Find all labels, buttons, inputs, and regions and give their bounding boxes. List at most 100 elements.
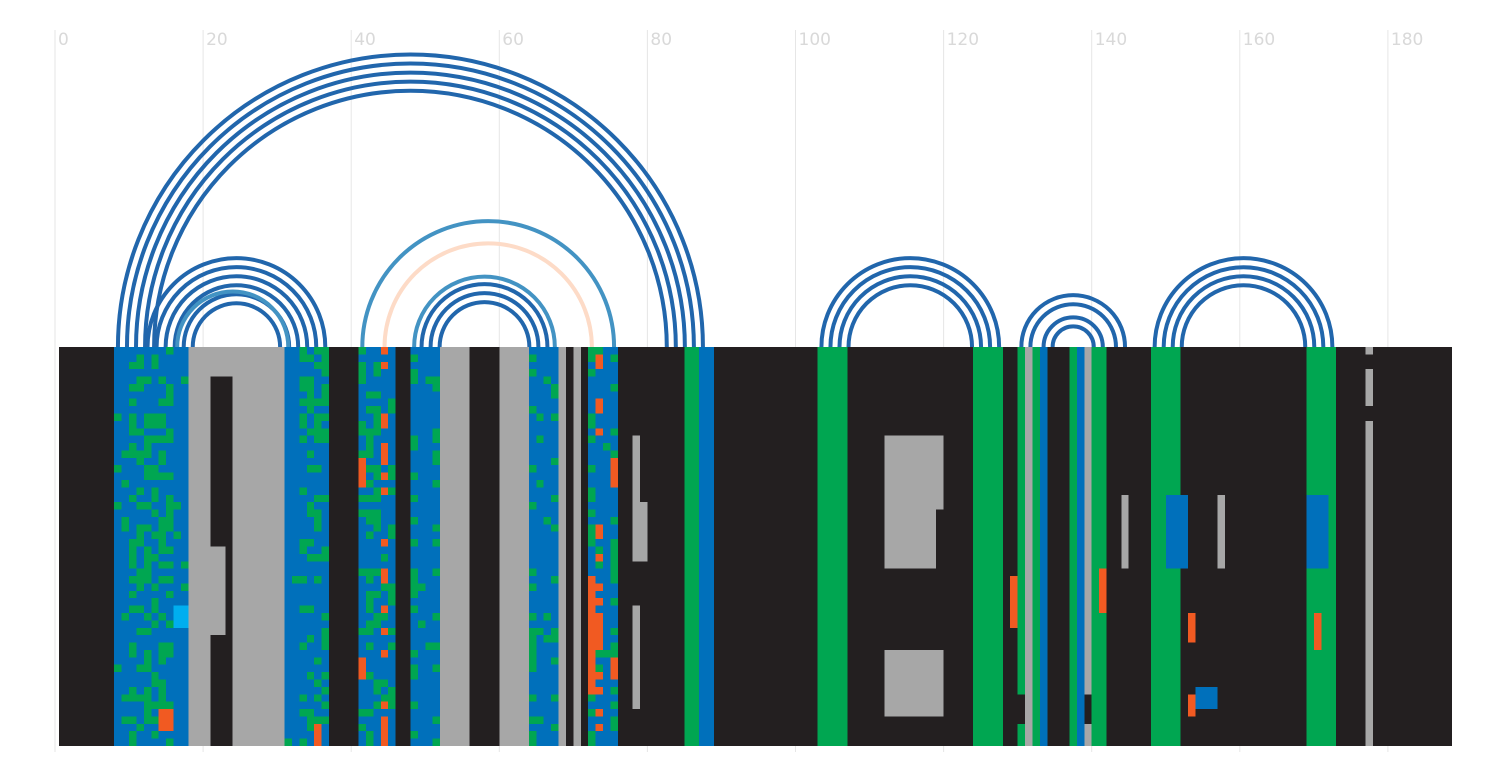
alignment-cell — [417, 657, 426, 665]
alignment-cell — [306, 635, 315, 643]
alignment-cell — [358, 598, 367, 606]
alignment-cell — [114, 398, 122, 407]
alignment-cell — [551, 494, 559, 503]
alignment-patch — [1195, 686, 1218, 710]
alignment-cell — [380, 524, 389, 532]
alignment-cell — [425, 576, 433, 584]
alignment-cell — [121, 376, 130, 384]
alignment-cell — [143, 494, 152, 503]
alignment-gap — [225, 539, 233, 547]
alignment-cell — [602, 620, 611, 628]
alignment-cell — [543, 709, 552, 717]
alignment-cell — [358, 413, 367, 421]
alignment-column-block — [188, 347, 211, 746]
alignment-cell — [358, 709, 367, 717]
alignment-cell — [284, 664, 292, 673]
alignment-cell — [417, 731, 426, 739]
alignment-gap — [210, 472, 218, 480]
alignment-cell — [366, 539, 374, 547]
alignment-cell — [602, 494, 611, 503]
alignment-cell — [129, 568, 137, 577]
alignment-cell — [166, 369, 174, 377]
alignment-cell — [380, 635, 389, 643]
alignment-cell — [425, 738, 433, 746]
alignment-cell — [432, 716, 441, 724]
alignment-cell — [114, 369, 122, 377]
alignment-cell — [595, 701, 603, 710]
base-pair-arc — [360, 219, 617, 348]
alignment-cell — [588, 723, 596, 732]
alignment-cell — [173, 524, 181, 532]
alignment-cell — [314, 590, 322, 599]
alignment-cell — [129, 391, 137, 399]
alignment-cell — [380, 435, 389, 444]
alignment-cell — [373, 398, 381, 407]
alignment-cell — [432, 531, 441, 540]
alignment-cell — [151, 443, 159, 451]
alignment-cell — [543, 723, 552, 732]
alignment-gap — [210, 487, 218, 495]
alignment-cell — [417, 613, 426, 621]
alignment-cell — [380, 480, 389, 488]
alignment-cell — [595, 480, 603, 488]
alignment-cell — [299, 347, 307, 355]
alignment-cell — [129, 465, 137, 473]
alignment-cell — [595, 605, 603, 613]
alignment-cell — [425, 376, 433, 384]
alignment-cell — [321, 605, 329, 613]
alignment-cell — [602, 649, 611, 658]
alignment-cell — [321, 598, 329, 606]
alignment-cell — [432, 576, 441, 584]
alignment-cell — [588, 516, 596, 525]
alignment-cell — [551, 679, 559, 687]
alignment-cell — [432, 383, 441, 392]
alignment-cell — [291, 546, 300, 554]
alignment-cell — [284, 583, 292, 591]
alignment-cell — [314, 672, 322, 680]
alignment-cell — [373, 443, 381, 451]
alignment-cell — [173, 494, 181, 503]
alignment-cell — [432, 472, 441, 480]
alignment-cell — [543, 649, 552, 658]
alignment-cell — [180, 354, 189, 362]
alignment-cell — [284, 465, 292, 473]
alignment-cell — [595, 679, 603, 687]
alignment-cell — [543, 620, 552, 628]
alignment-column-block — [440, 347, 470, 746]
alignment-cell — [610, 398, 618, 407]
alignment-cell — [284, 472, 292, 480]
alignment-cell — [129, 435, 137, 444]
alignment-cell — [388, 709, 396, 717]
alignment-cell — [373, 576, 381, 584]
alignment-gap — [225, 435, 233, 444]
alignment-cell — [291, 413, 300, 421]
alignment-cell — [284, 716, 292, 724]
alignment-cell — [114, 679, 122, 687]
alignment-cell — [425, 635, 433, 643]
alignment-cell — [166, 354, 174, 362]
alignment-cell — [143, 583, 152, 591]
alignment-cell — [121, 731, 130, 739]
alignment-cell — [373, 383, 381, 392]
alignment-cell — [129, 590, 137, 599]
alignment-cell — [366, 398, 374, 407]
alignment-gap — [217, 443, 226, 451]
base-pair-arc — [175, 289, 291, 348]
alignment-cell — [173, 435, 181, 444]
alignment-cell — [129, 539, 137, 547]
alignment-cell — [291, 605, 300, 613]
alignment-cell — [314, 620, 322, 628]
alignment-cell — [314, 568, 322, 577]
alignment-cell — [388, 642, 396, 650]
alignment-cell — [151, 553, 159, 562]
alignment-cell — [173, 701, 181, 710]
alignment-cell — [299, 398, 307, 407]
alignment-cell — [299, 428, 307, 436]
alignment-cell — [366, 369, 374, 377]
alignment-cell — [410, 590, 418, 599]
alignment-cell — [180, 657, 189, 665]
alignment-cell — [291, 679, 300, 687]
alignment-cell — [151, 642, 159, 650]
alignment-cell — [366, 383, 374, 392]
alignment-cell — [536, 450, 544, 458]
